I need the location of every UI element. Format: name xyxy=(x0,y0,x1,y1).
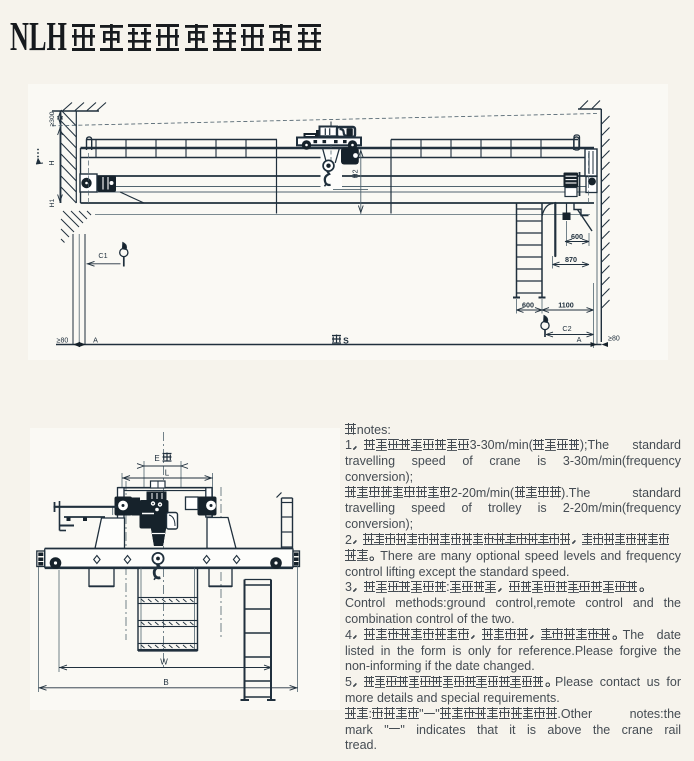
svg-text:600: 600 xyxy=(522,301,534,310)
svg-text:A: A xyxy=(93,336,98,345)
svg-text:E: E xyxy=(154,454,159,463)
svg-text:H2: H2 xyxy=(351,169,360,178)
svg-text:H1: H1 xyxy=(49,198,56,207)
svg-text:W: W xyxy=(160,658,168,667)
svg-text:≥80: ≥80 xyxy=(608,336,620,343)
svg-text:A: A xyxy=(577,335,582,344)
svg-text:≥80: ≥80 xyxy=(57,338,69,345)
svg-text:H: H xyxy=(47,160,56,165)
svg-text:600: 600 xyxy=(571,232,583,241)
svg-text:L: L xyxy=(165,469,170,478)
svg-text:870: 870 xyxy=(565,255,577,264)
svg-text:B: B xyxy=(163,678,168,687)
svg-text:≥300: ≥300 xyxy=(49,111,56,126)
svg-text:C1: C1 xyxy=(98,251,107,260)
svg-text:1100: 1100 xyxy=(558,301,574,310)
svg-text:C2: C2 xyxy=(562,324,571,333)
svg-text:S: S xyxy=(343,336,349,346)
